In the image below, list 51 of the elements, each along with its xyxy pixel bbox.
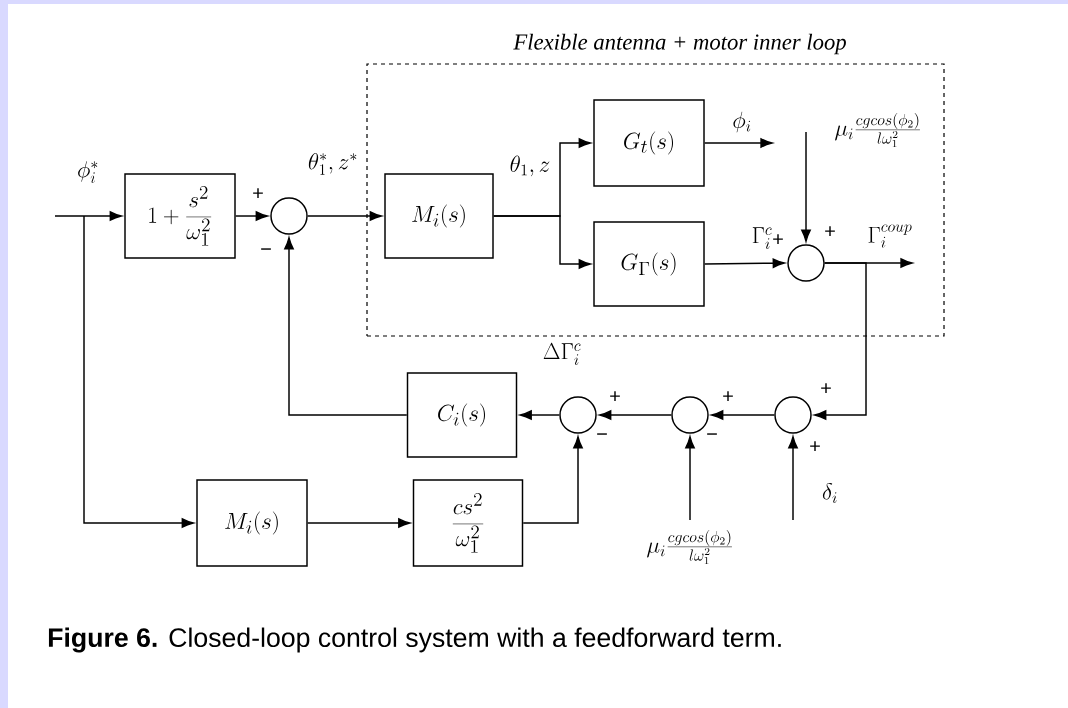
sign-label: +	[723, 391, 733, 401]
edge-label: $\mu_i\frac{cgcos(\phi_2)}{l\omega_1^2}$	[645, 528, 735, 566]
node-label: Flexible antenna + motor inner loop	[513, 33, 846, 55]
sign-label: +	[825, 226, 835, 236]
block-box: $G_t(s)$	[593, 99, 705, 187]
edge-label: $\Gamma_i^{coup}$	[866, 223, 914, 249]
arrow	[814, 262, 867, 420]
arrow	[522, 436, 583, 524]
arrow	[284, 237, 408, 416]
sign-label: +	[821, 383, 831, 393]
arrow	[711, 410, 775, 420]
edge-label: $\Delta\Gamma_i^c$	[541, 341, 583, 367]
summing-junction	[774, 396, 812, 434]
edge-label: $\delta_i$	[820, 481, 840, 505]
block-box: $\frac{cs^2}{\omega_1^2}$	[412, 479, 524, 567]
block-box: $C_i(s)$	[406, 372, 518, 458]
caption: Figure 6. Closed-loop control system with a feedforward term.	[48, 627, 781, 653]
edge-label: $\theta_1^*, z^*$	[306, 151, 360, 177]
sign-label: −	[261, 248, 271, 250]
arrow	[788, 436, 798, 521]
summing-junction	[559, 396, 597, 434]
arrow	[704, 258, 785, 268]
block-box: $M_i(s)$	[384, 173, 494, 259]
sign-label: −	[707, 433, 717, 435]
arrow	[307, 211, 382, 221]
arrow	[307, 518, 411, 528]
arrow	[235, 211, 268, 221]
block-box: $1+\frac{s^2}{\omega_1^2}$	[124, 173, 236, 259]
edge-label: $\phi_i$	[731, 110, 753, 134]
sign-label: +	[253, 188, 263, 198]
summing-junction	[270, 197, 308, 235]
arrow	[685, 436, 695, 521]
summing-junction	[787, 244, 825, 282]
sign-label: +	[773, 234, 783, 244]
arrow	[599, 410, 672, 420]
summing-junction	[671, 396, 709, 434]
sign-label: +	[810, 441, 820, 451]
arrow	[83, 215, 194, 528]
edge-label: $\phi_i^*$	[75, 159, 101, 185]
sign-label: +	[610, 391, 620, 401]
arrow	[704, 138, 773, 148]
edge-label: $\Gamma_i^c$	[750, 225, 774, 251]
block-box: $M_i(s)$	[196, 479, 308, 567]
arrow	[519, 410, 560, 420]
edge-label: $\mu_i\frac{cgcos(\phi_2)}{l\omega_1^2}$	[833, 111, 923, 149]
arrow	[54, 211, 122, 221]
edge-label: $\theta_1, z$	[508, 154, 552, 178]
sign-label: −	[597, 433, 607, 435]
arrow	[801, 131, 811, 242]
arrow	[493, 215, 591, 269]
block-box: $G_\Gamma(s)$	[593, 221, 705, 307]
